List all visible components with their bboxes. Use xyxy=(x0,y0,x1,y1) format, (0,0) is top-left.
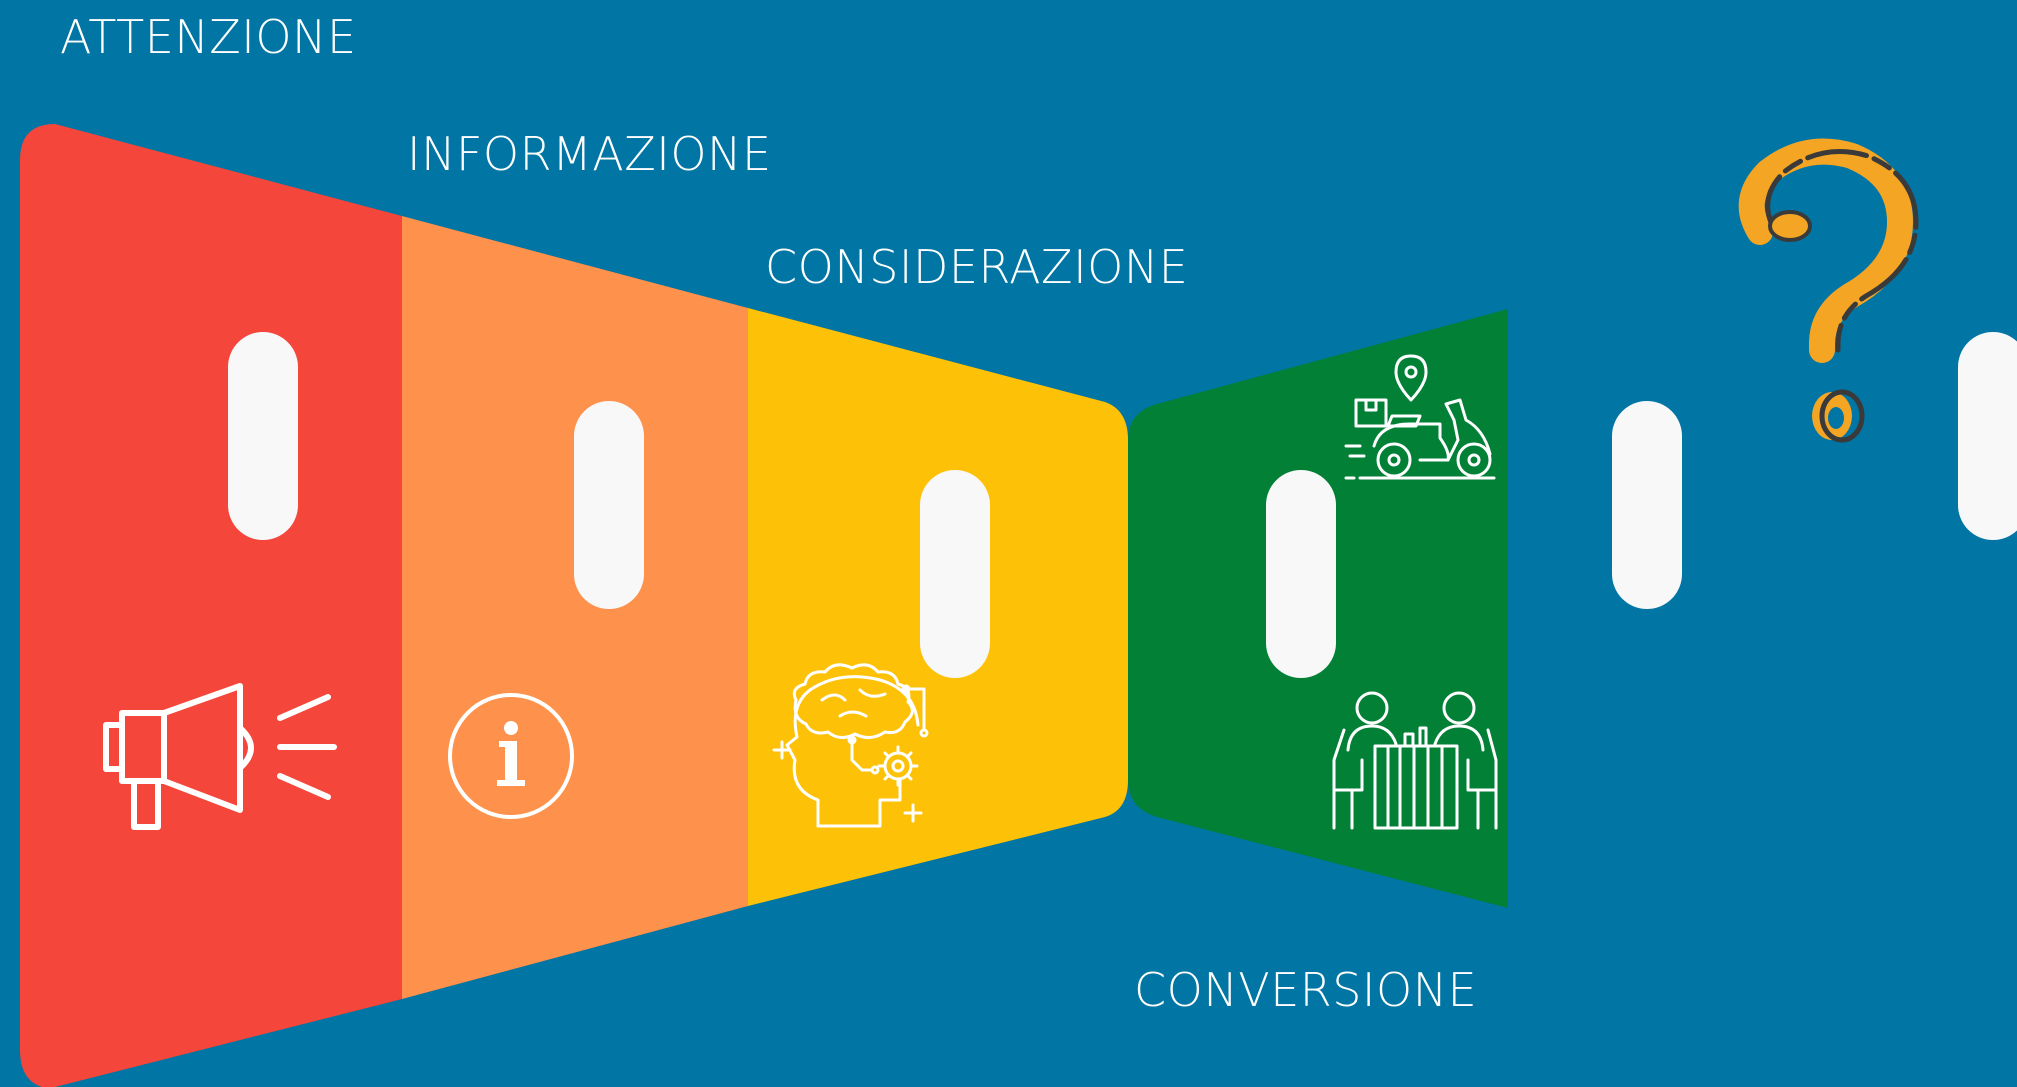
slot-marker xyxy=(1958,332,2017,540)
slot-marker xyxy=(1612,401,1682,609)
question-mark-icon xyxy=(1738,138,1919,443)
funnel-segment-informazione xyxy=(402,216,748,999)
label-considerazione: CONSIDERAZIONE xyxy=(765,240,1189,294)
label-attenzione: ATTENZIONE xyxy=(60,10,357,64)
info-circle-icon xyxy=(448,693,574,819)
slot-marker xyxy=(228,332,298,540)
megaphone-icon xyxy=(103,683,337,830)
delivery-scooter-icon xyxy=(1344,354,1496,480)
funnel-segment-attenzione xyxy=(20,124,402,1087)
brain-head-gear-icon xyxy=(772,663,929,828)
label-conversione: CONVERSIONE xyxy=(1134,963,1478,1017)
restaurant-table-icon xyxy=(1332,691,1498,830)
slot-marker xyxy=(1266,470,1336,678)
label-informazione: INFORMAZIONE xyxy=(407,127,772,181)
slot-marker xyxy=(574,401,644,609)
slot-marker xyxy=(920,470,990,678)
